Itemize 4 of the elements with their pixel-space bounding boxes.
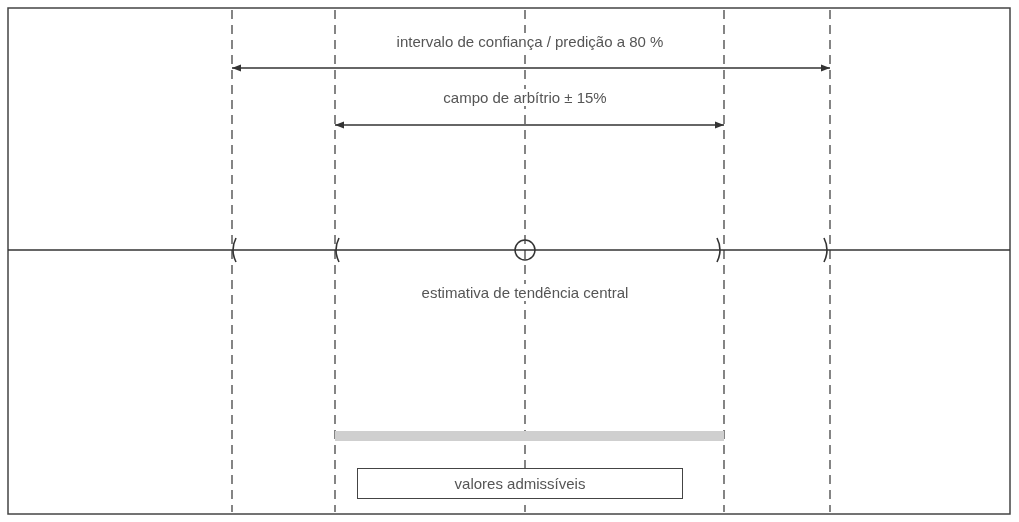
annotation-text: estimativa de tendência central bbox=[419, 284, 631, 301]
label-box: valores admissíveis bbox=[357, 468, 683, 499]
annotation-text: campo de arbítrio ± 15% bbox=[441, 89, 609, 106]
annotation-text: intervalo de confiança / predição a 80 % bbox=[394, 33, 666, 50]
